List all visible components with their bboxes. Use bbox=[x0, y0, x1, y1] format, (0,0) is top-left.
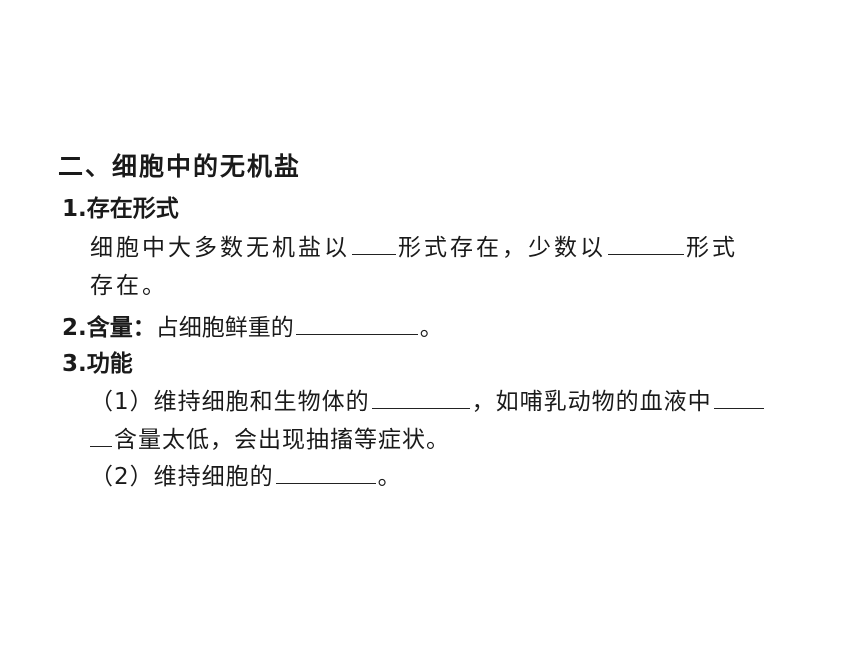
function-p1-text-c: 含量太低，会出现抽搐等症状。 bbox=[114, 427, 450, 453]
section-title: 二、细胞中的无机盐 bbox=[58, 152, 302, 181]
existence-form-text-c: 形式 bbox=[686, 235, 738, 261]
existence-form-line-1: 细胞中大多数无机盐以 形式存在，少数以 形式 bbox=[90, 232, 738, 263]
fill-blank-4[interactable] bbox=[371, 386, 470, 409]
existence-form-text-a: 细胞中大多数无机盐以 bbox=[90, 235, 350, 261]
function-line-1: （1）维持细胞和生物体的 ，如哺乳动物的血液中 bbox=[90, 386, 766, 417]
fill-blank-3[interactable] bbox=[295, 312, 418, 335]
function-line-2: 含量太低，会出现抽搐等症状。 bbox=[90, 424, 450, 455]
content-line: 2.含量：占细胞鲜重的 。 bbox=[62, 312, 443, 343]
content-text-a: 占细胞鲜重的 bbox=[155, 315, 294, 341]
function-p2-text-b: 。 bbox=[377, 464, 402, 490]
fill-blank-5-continued[interactable] bbox=[90, 424, 112, 447]
heading-function: 3.功能 bbox=[62, 351, 133, 377]
function-p1-text-a: （1）维持细胞和生物体的 bbox=[90, 389, 370, 415]
function-p1-text-b: ，如哺乳动物的血液中 bbox=[471, 389, 712, 415]
existence-form-text-b: 形式存在，少数以 bbox=[398, 235, 606, 261]
fill-blank-6[interactable] bbox=[275, 461, 376, 484]
fill-blank-1[interactable] bbox=[352, 232, 396, 255]
function-p2-text-a: （2）维持细胞的 bbox=[90, 464, 274, 490]
heading-existence-form: 1.存在形式 bbox=[62, 196, 179, 222]
heading-content: 2.含量： bbox=[62, 315, 156, 341]
fill-blank-2[interactable] bbox=[608, 232, 684, 255]
function-line-3: （2）维持细胞的 。 bbox=[90, 461, 402, 492]
content-text-b: 。 bbox=[419, 315, 443, 341]
existence-form-line-2: 存在。 bbox=[90, 273, 168, 299]
fill-blank-5[interactable] bbox=[713, 386, 764, 409]
